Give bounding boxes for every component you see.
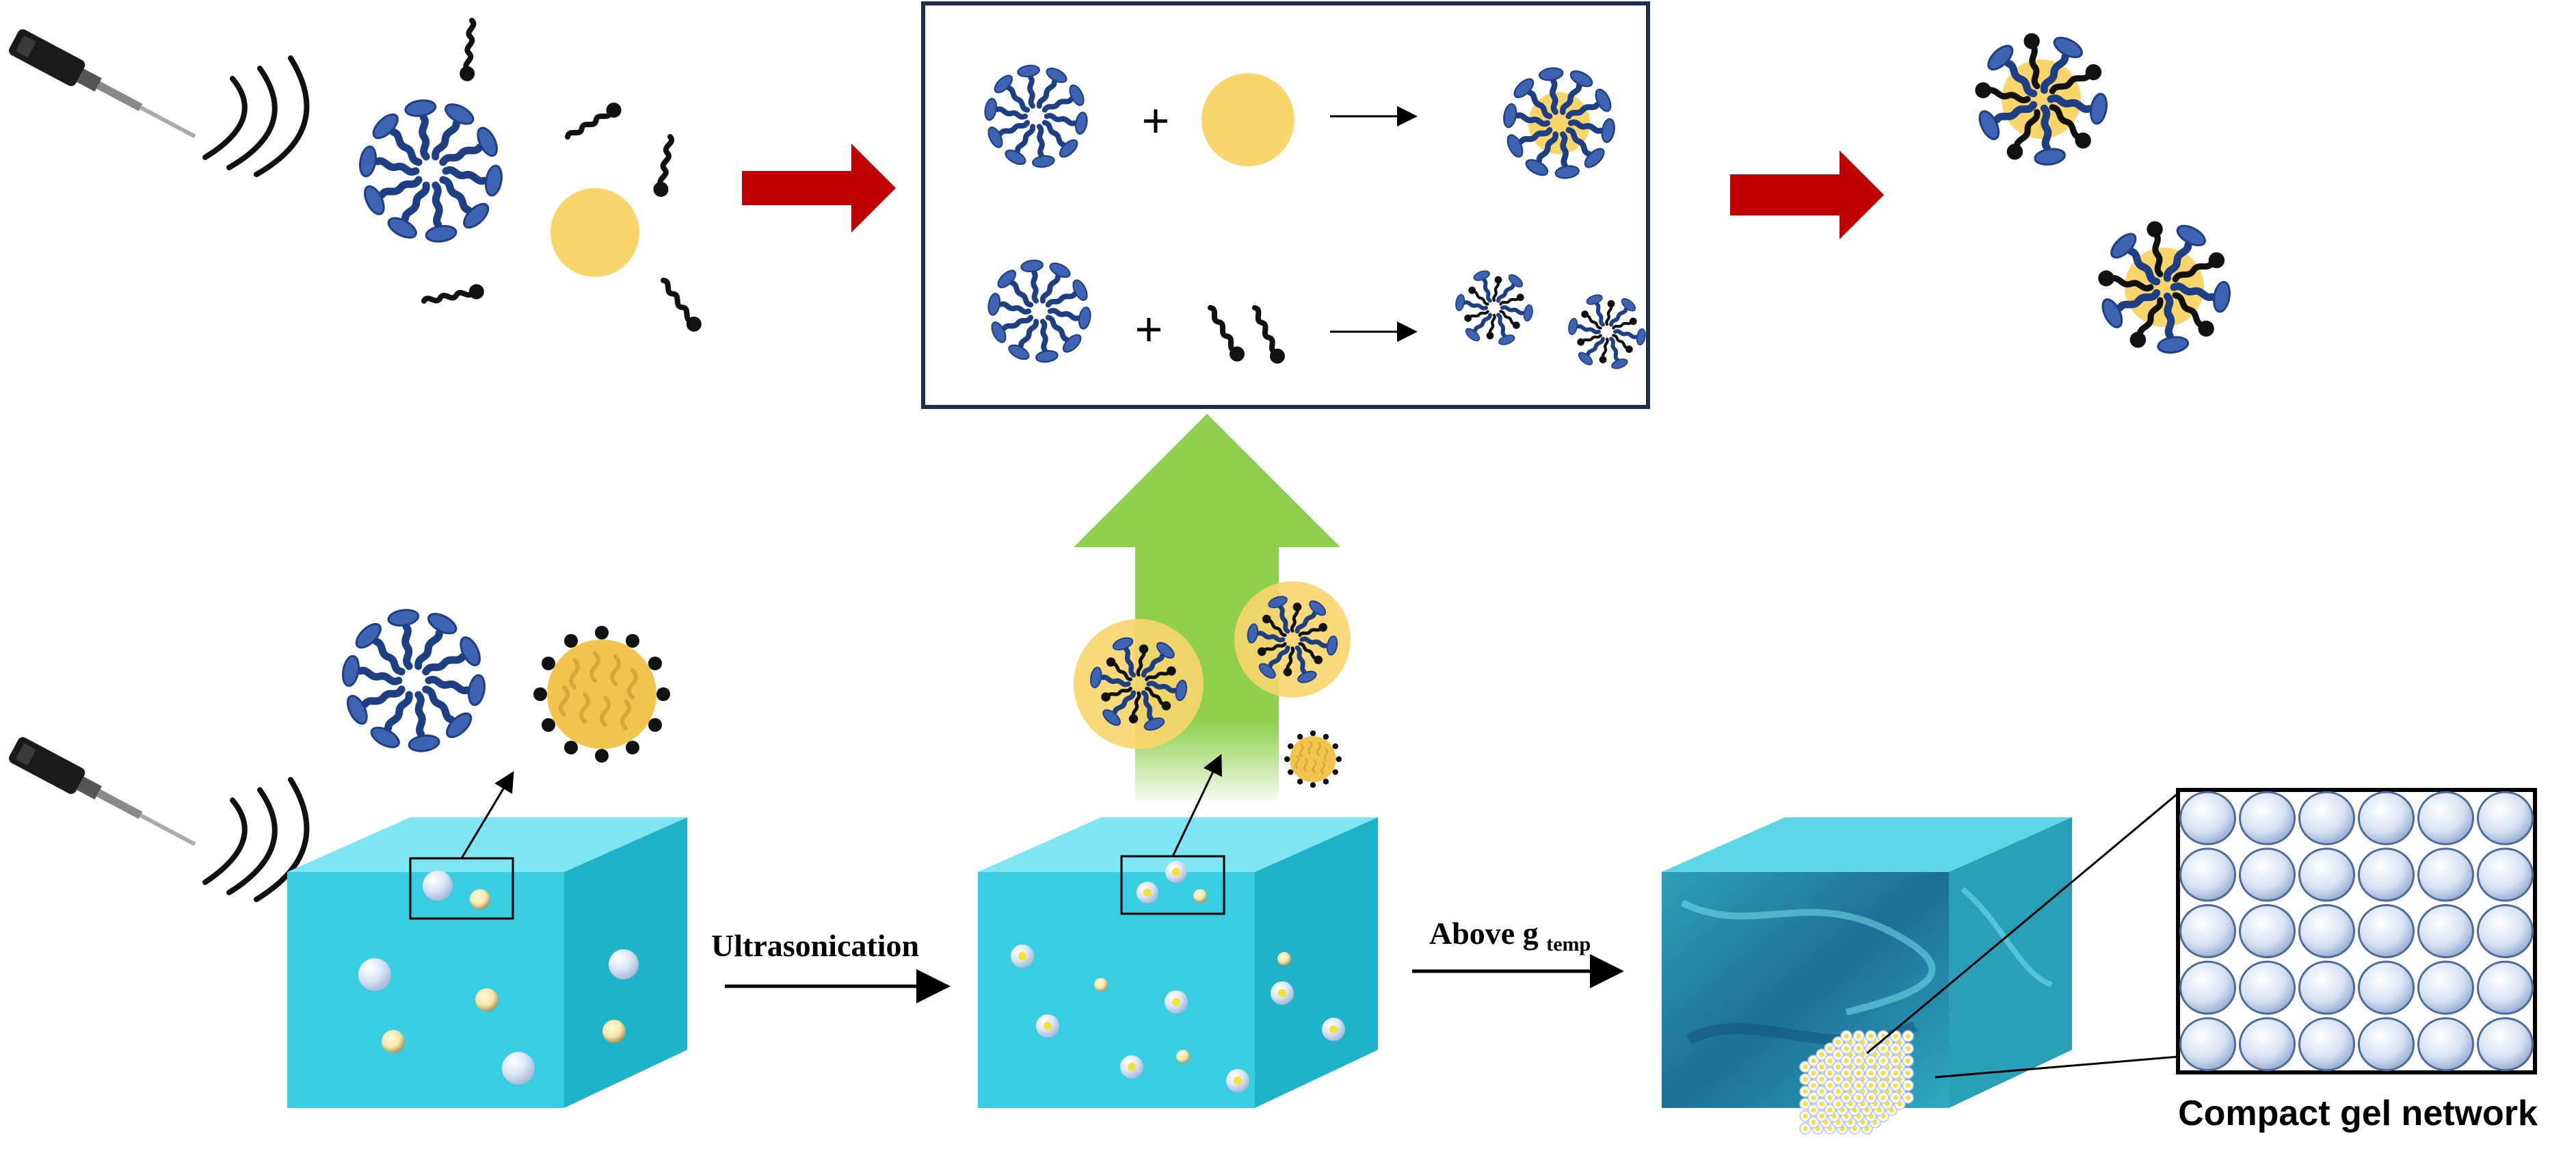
gel-sphere [2357,904,2415,958]
gel-sphere [2179,960,2237,1015]
gel-sphere [2238,1017,2296,1072]
small-particles-2 [1011,861,1345,1092]
gel-sphere [2179,904,2237,958]
gel-sphere [2417,1017,2475,1072]
yellow-core-top [550,188,639,277]
plus-2: + [1135,302,1163,356]
gel-sphere [2476,847,2534,902]
red-arrow-2 [1730,150,1884,239]
micelle-top-left [357,94,505,248]
surfactant-top-1 [459,20,479,82]
above-g-label: Above g temp [1429,916,1591,955]
surfactant-top-3 [652,135,678,198]
green-arrow-particle-2 [1234,581,1351,698]
mechanism-box [921,1,1650,409]
gel-sphere [2298,847,2356,902]
compact-gel-network-label: Compact gel network [2178,1094,2538,1133]
hybrid-micelle-1 [1971,31,2109,171]
ultrasonic-probe-bottom [9,737,196,847]
red-arrow-1 [742,144,896,233]
surfactant-top-5 [657,276,704,335]
gel-sphere [2238,904,2296,958]
gel-sphere [2179,847,2237,902]
gel-sphere [2179,1017,2237,1072]
gel-sphere [2476,1017,2534,1072]
ultrasonication-label: Ultrasonication [711,928,919,963]
gel-sphere [2417,791,2475,845]
gel-sphere [2476,904,2534,958]
micelle-bottom-left [340,603,488,758]
gel-sphere [2357,791,2415,845]
zoom-line-bottom [1935,1055,2179,1079]
gel-sphere [2417,904,2475,958]
zoom-line-top [1866,792,2179,1055]
gel-sphere [2357,960,2415,1015]
sound-wave-icon-bottom [202,777,310,902]
gel-sphere [2238,791,2296,845]
ultrasonic-probe-top [9,29,196,139]
gel-sphere [2357,847,2415,902]
gel-network-zoom-box [2176,788,2537,1074]
particle-lattice [1799,1030,1914,1135]
green-arrow-particle-1 [1074,619,1204,749]
gel-network-spheres [2179,791,2534,1072]
gel-sphere [2417,847,2475,902]
sound-wave-icon-top [202,55,310,177]
water-cube-1 [287,771,687,1108]
gel-sphere [2238,960,2296,1015]
gel-sphere [2357,1017,2415,1072]
surfactant-top-4 [423,283,485,308]
surfactant-top-2 [564,100,624,144]
gel-sphere [2476,791,2534,845]
hairy-core-bottom [533,626,670,763]
gel-sphere [2179,791,2237,845]
hybrid-micelle-2 [2095,219,2232,359]
gel-sphere [2298,960,2356,1015]
gel-sphere [2238,847,2296,902]
gel-sphere [2298,791,2356,845]
box-yellow-core [1201,73,1294,166]
plus-1: + [1142,94,1170,147]
gel-sphere [2298,904,2356,958]
gel-sphere [2298,1017,2356,1072]
green-arrow-particle-3 [1283,729,1343,789]
water-cube-2 [978,754,1378,1108]
gel-sphere [2476,960,2534,1015]
gel-sphere [2417,960,2475,1015]
